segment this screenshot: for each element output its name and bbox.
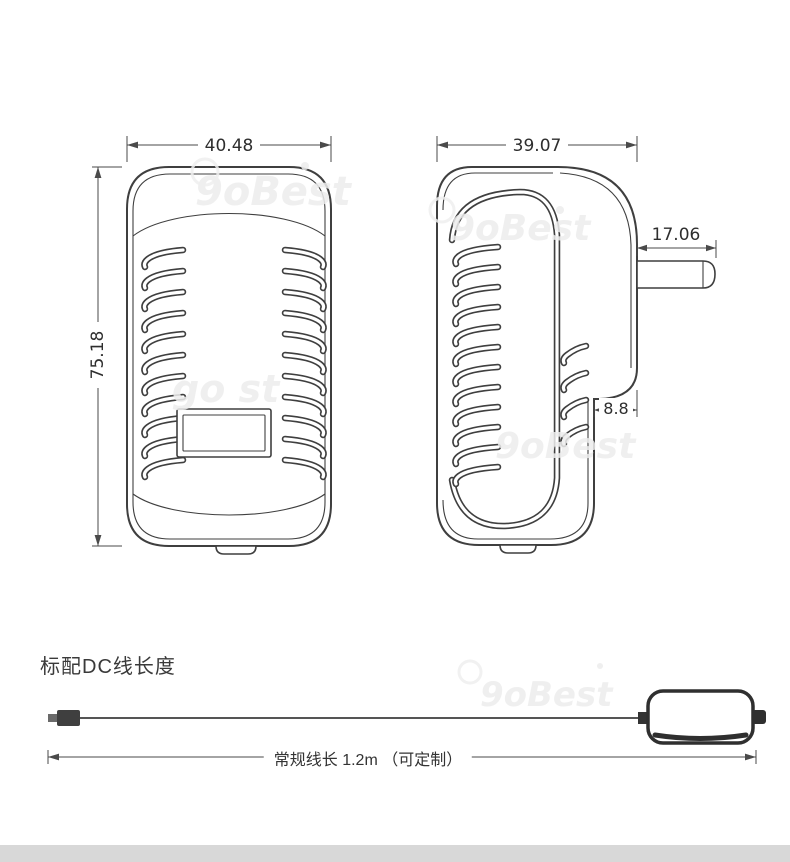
- dimension-step: 8.8: [603, 399, 628, 418]
- side-vents-small: [560, 342, 590, 448]
- front-vents-right: [281, 246, 327, 481]
- adapter-body-shade: [652, 732, 749, 741]
- front-top-seam: [132, 213, 326, 237]
- dimension-front-width: 40.48: [205, 136, 254, 156]
- watermark-text: 9oBest: [195, 169, 353, 215]
- section-title: 标配DC线长度: [40, 656, 176, 678]
- front-label-plate-inner: [182, 414, 266, 452]
- dimension-annotations: 40.48 75.18 39.07 17.06 8.8: [86, 134, 717, 547]
- side-vents: [452, 243, 502, 488]
- footer-bar: [0, 845, 790, 862]
- side-bottom-tab: [499, 544, 537, 554]
- front-view-drawing: [126, 166, 332, 555]
- front-inner-rim: [132, 173, 326, 540]
- side-inner-rim-top: [442, 172, 553, 211]
- front-vents-left: [141, 246, 187, 481]
- watermark-text: go st: [172, 367, 281, 411]
- watermark-text: 9oBest: [450, 208, 592, 249]
- watermark-text: 9oBest: [480, 675, 614, 715]
- cable-connector: [57, 710, 80, 726]
- adapter-pin: [752, 710, 766, 724]
- side-view-drawing: [436, 166, 716, 554]
- front-bottom-tab: [215, 545, 257, 555]
- side-inner-rim-right: [559, 172, 632, 368]
- dimension-side-width: 39.07: [513, 136, 562, 156]
- dimension-front-height: 75.18: [88, 331, 108, 380]
- cable-length-label: 常规线长 1.2m （可定制）: [263, 746, 473, 770]
- watermark-dot: [301, 162, 309, 170]
- front-label-plate: [176, 408, 272, 458]
- watermark-dot: [597, 663, 603, 669]
- cable-plug-tip: [48, 714, 58, 722]
- plug-pin: [636, 260, 716, 289]
- watermark-dot: [556, 206, 564, 214]
- side-inner-rim-bottom: [442, 402, 589, 540]
- watermark-swirl-icon: [190, 157, 220, 187]
- side-grip-band-inner: [450, 190, 559, 528]
- watermark-swirl-icon: [428, 196, 456, 224]
- cable-illustration: [47, 689, 766, 764]
- watermark-swirl-icon: [457, 659, 483, 685]
- dimension-pin-length: 17.06: [652, 225, 701, 245]
- front-bottom-seam: [132, 493, 326, 516]
- watermark-text: 9oBest: [495, 426, 637, 467]
- watermark-layer: 9oBest 9oBest go st 9oBest 9oBest: [172, 157, 637, 715]
